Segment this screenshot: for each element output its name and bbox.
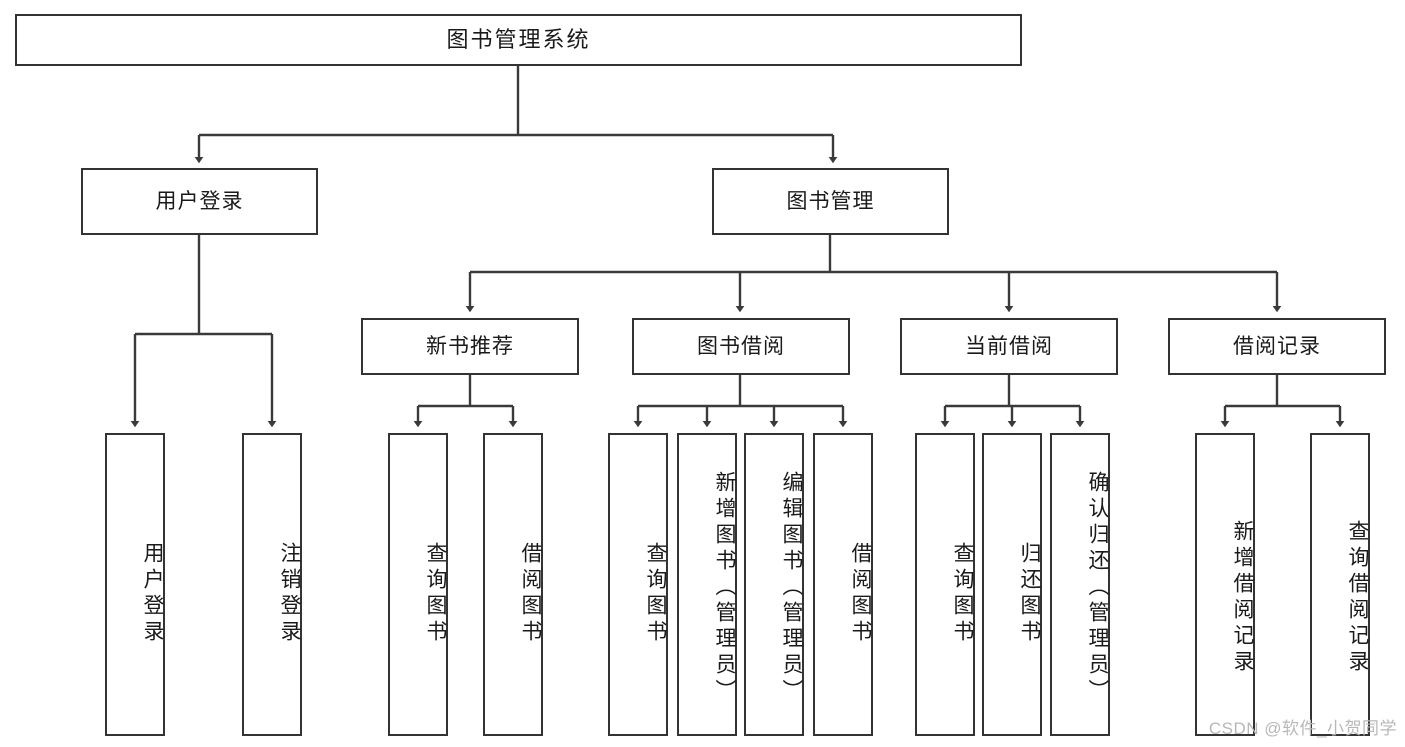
- node-leaf-user-login[interactable]: 用户登录: [105, 433, 165, 736]
- node-new-book-recommend[interactable]: 新书推荐: [361, 318, 579, 375]
- node-leaf-borrow-book-borrow[interactable]: 借阅图书: [813, 433, 873, 736]
- watermark-text: CSDN @软件_小贺同学: [1208, 719, 1397, 738]
- node-leaf-add-book[interactable]: 新增图书（管理员）: [677, 433, 737, 736]
- node-leaf-query-book-borrow[interactable]: 查询图书: [608, 433, 668, 736]
- node-root[interactable]: 图书管理系统: [15, 14, 1022, 66]
- node-leaf-add-borrow-record[interactable]: 新增借阅记录: [1195, 433, 1255, 736]
- node-book-manage[interactable]: 图书管理: [712, 168, 949, 235]
- node-leaf-query-book-current[interactable]: 查询图书: [915, 433, 975, 736]
- node-leaf-return-book[interactable]: 归还图书: [982, 433, 1042, 736]
- node-user-login[interactable]: 用户登录: [81, 168, 318, 235]
- node-leaf-confirm-return[interactable]: 确认归还（管理员）: [1050, 433, 1110, 736]
- node-book-borrow[interactable]: 图书借阅: [632, 318, 850, 375]
- node-borrow-record[interactable]: 借阅记录: [1168, 318, 1386, 375]
- node-current-borrow[interactable]: 当前借阅: [900, 318, 1118, 375]
- node-leaf-borrow-book-recommend[interactable]: 借阅图书: [483, 433, 543, 736]
- node-leaf-logout[interactable]: 注销登录: [242, 433, 302, 736]
- node-leaf-query-borrow-record[interactable]: 查询借阅记录: [1310, 433, 1370, 736]
- node-leaf-query-book-recommend[interactable]: 查询图书: [388, 433, 448, 736]
- node-leaf-edit-book[interactable]: 编辑图书（管理员）: [744, 433, 804, 736]
